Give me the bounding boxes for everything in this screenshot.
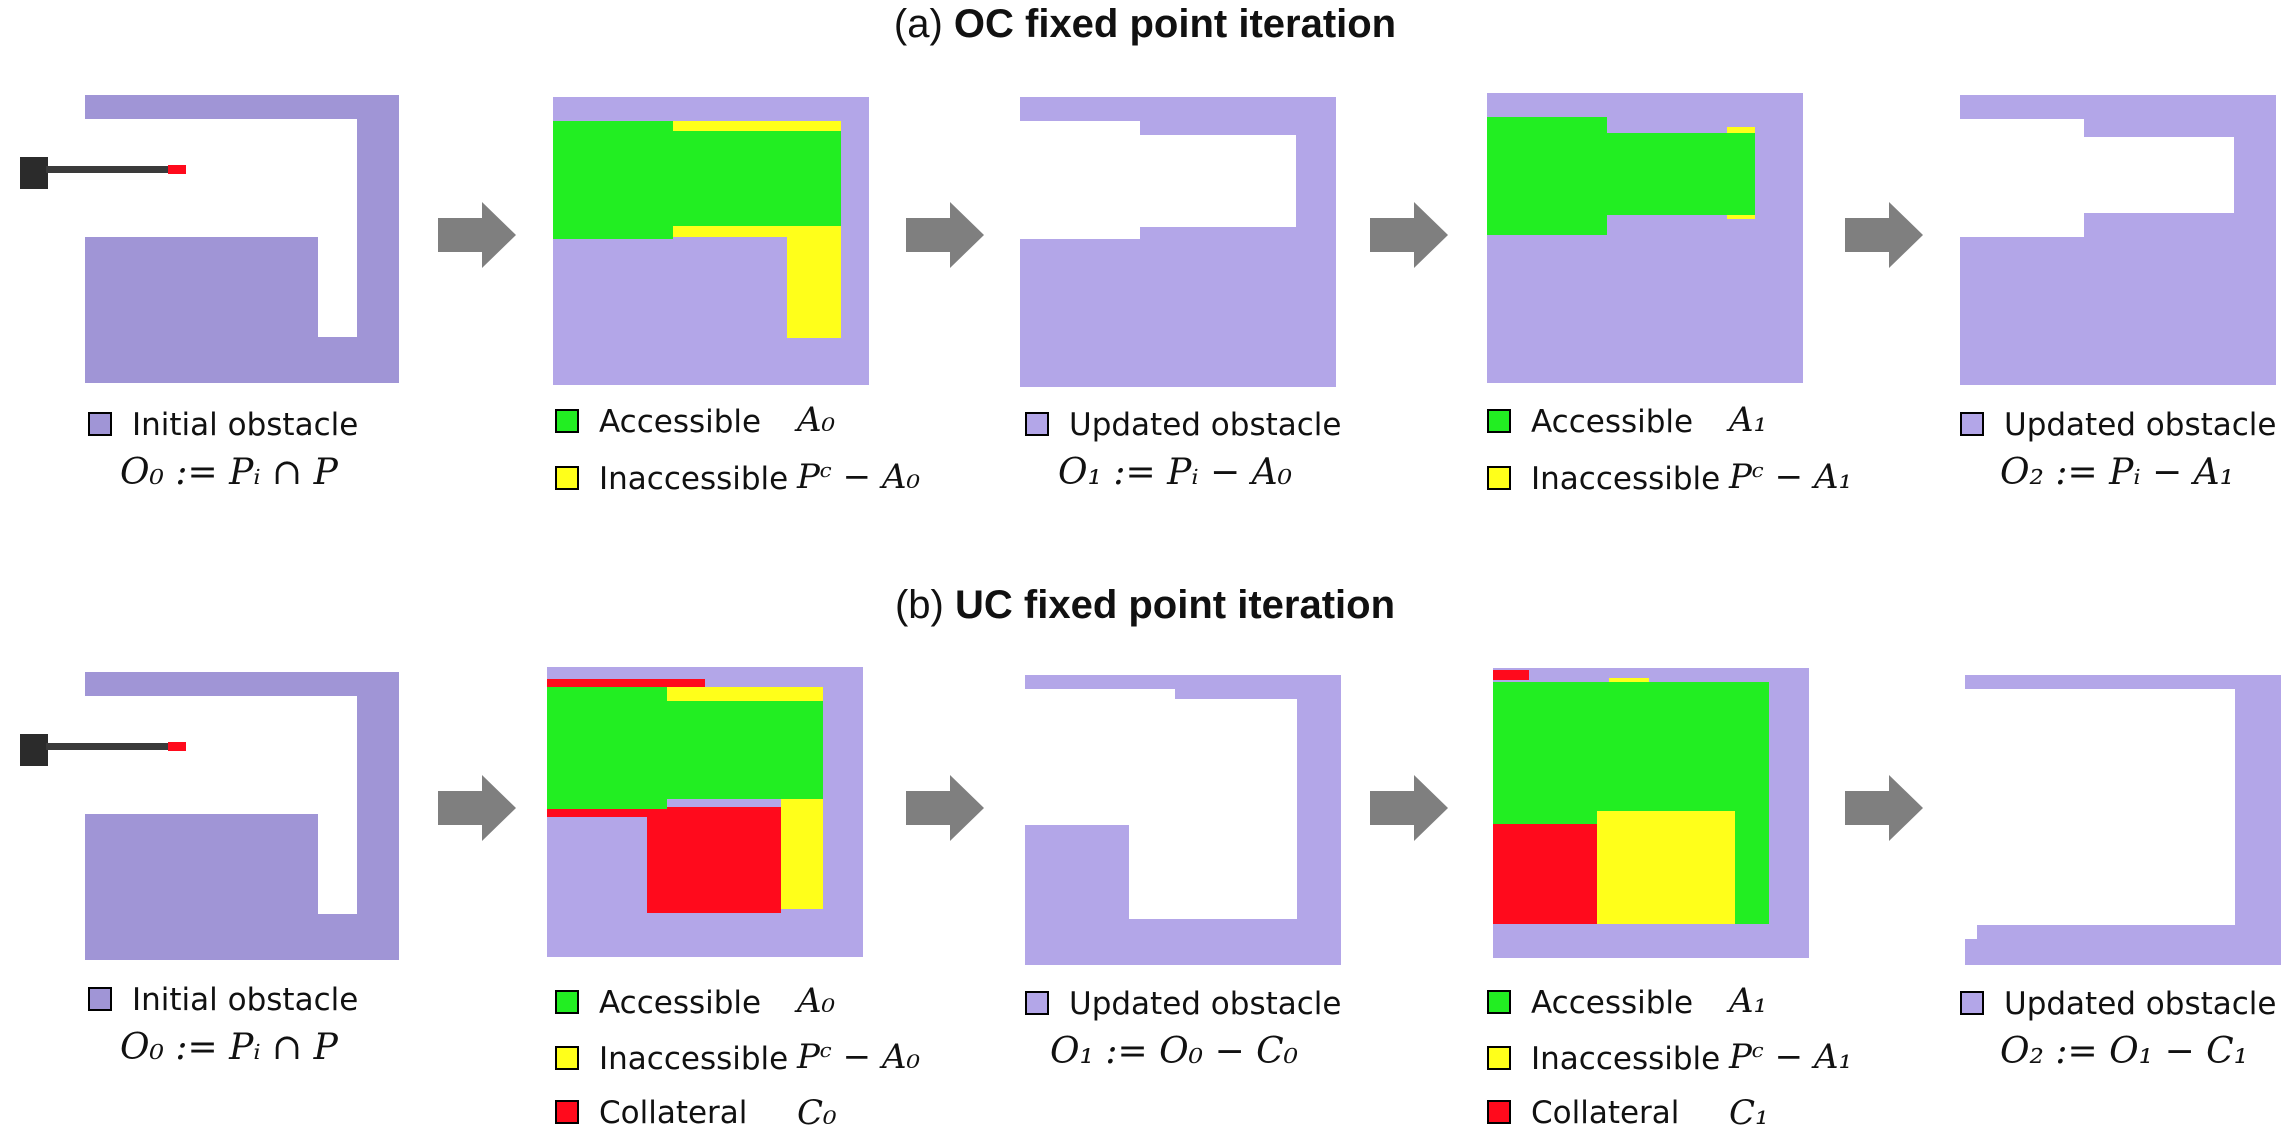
legend-label: Initial obstacle — [132, 982, 359, 1018]
legend-label: Accessible — [599, 985, 762, 1021]
legend-label: Updated obstacle — [2004, 407, 2277, 443]
legend-math: A₀ — [797, 981, 836, 1021]
legend-swatch — [1960, 412, 1984, 436]
flow-arrow-icon — [438, 202, 516, 268]
legend-label: Collateral — [1531, 1095, 1680, 1131]
row-b-title-bold: UC fixed point iteration — [955, 583, 1395, 627]
tool-shaft-icon — [46, 743, 174, 750]
flow-arrow-icon — [906, 202, 984, 268]
legend-swatch — [555, 409, 579, 433]
legend-math: Pᶜ − A₀ — [797, 1037, 921, 1077]
legend-label: Updated obstacle — [1069, 986, 1342, 1022]
legend-math: Pᶜ − A₁ — [1729, 1037, 1853, 1077]
accessible-region — [553, 121, 841, 239]
row-a-panel-1-formula: O₀ := Pᵢ ∩ P — [120, 452, 338, 493]
legend-math: Pᶜ − A₀ — [797, 457, 921, 497]
legend-math: C₀ — [797, 1093, 837, 1133]
legend-swatch — [1487, 990, 1511, 1014]
legend-swatch — [1487, 1100, 1511, 1124]
row-a-title: (a) OC fixed point iteration — [0, 2, 2290, 47]
tool-body-icon — [20, 734, 48, 766]
initial-obstacle-shape — [85, 672, 399, 960]
inaccessible-region — [663, 687, 823, 701]
updated-obstacle-shape — [1965, 675, 2281, 965]
legend-swatch — [555, 1100, 579, 1124]
legend-label: Inaccessible — [599, 461, 789, 497]
updated-obstacle-shape — [1960, 95, 2276, 385]
legend-math: Pᶜ − A₁ — [1729, 457, 1853, 497]
flow-arrow-icon — [906, 775, 984, 841]
flow-arrow-icon — [1370, 775, 1448, 841]
row-a-panel-5-updated-obstacle — [1960, 95, 2276, 385]
legend-label: Inaccessible — [599, 1041, 789, 1077]
row-a-panel-3-formula: O₁ := Pᵢ − A₀ — [1058, 452, 1293, 493]
updated-obstacle-shape — [1025, 675, 1341, 965]
row-a-panel-3-updated-obstacle — [1020, 97, 1336, 387]
legend-swatch — [555, 1046, 579, 1070]
legend-swatch — [555, 466, 579, 490]
legend-math: A₀ — [797, 400, 836, 440]
row-a-panel-5-formula: O₂ := Pᵢ − A₁ — [2000, 452, 2235, 493]
row-b-title-prefix: (b) — [894, 583, 944, 627]
flow-arrow-icon — [1845, 775, 1923, 841]
legend-swatch — [88, 987, 112, 1011]
row-b-panel-3-updated-obstacle — [1025, 675, 1341, 965]
tool-tip-icon — [168, 742, 186, 751]
legend-swatch — [1025, 991, 1049, 1015]
legend-label: Initial obstacle — [132, 407, 359, 443]
inaccessible-region — [781, 799, 823, 909]
legend-math: A₁ — [1729, 400, 1768, 440]
row-a-panel-1-initial-obstacle — [20, 95, 399, 383]
flow-arrow-icon — [1370, 202, 1448, 268]
row-b-panel-3-formula: O₁ := O₀ − C₀ — [1050, 1031, 1299, 1072]
row-b-panel-4-accessibility — [1493, 668, 1809, 958]
legend-label: Accessible — [1531, 404, 1694, 440]
inaccessible-region — [787, 237, 841, 338]
row-b-panel-5-updated-obstacle — [1965, 675, 2281, 965]
flow-arrow-icon — [1845, 202, 1923, 268]
tool-tip-icon — [168, 165, 186, 174]
legend-math: C₁ — [1729, 1093, 1769, 1133]
row-b-panel-2-accessibility — [547, 667, 863, 957]
tool-body-icon — [20, 157, 48, 189]
updated-obstacle-shape — [1020, 97, 1336, 387]
legend-swatch — [555, 990, 579, 1014]
row-a-title-prefix: (a) — [893, 2, 943, 46]
legend-label: Inaccessible — [1531, 1041, 1721, 1077]
legend-label: Inaccessible — [1531, 461, 1721, 497]
accessible-region — [1487, 117, 1755, 235]
legend-label: Collateral — [599, 1095, 748, 1131]
legend-label: Accessible — [1531, 985, 1694, 1021]
legend-swatch — [1025, 412, 1049, 436]
tool-shaft-icon — [46, 166, 174, 173]
row-a-panel-4-accessibility — [1487, 93, 1803, 383]
collateral-region — [547, 679, 705, 687]
row-b-panel-1-initial-obstacle — [20, 672, 399, 960]
collateral-region — [647, 807, 781, 913]
row-a-panel-2-accessibility — [553, 97, 869, 385]
accessible-region — [547, 687, 823, 809]
row-a-title-bold: OC fixed point iteration — [953, 2, 1397, 46]
row-b-title: (b) UC fixed point iteration — [0, 583, 2290, 628]
legend-label: Accessible — [599, 404, 762, 440]
legend-swatch — [1487, 409, 1511, 433]
collateral-region — [1493, 670, 1529, 680]
collateral-region — [547, 807, 677, 817]
legend-math: A₁ — [1729, 981, 1768, 1021]
collateral-region — [1493, 824, 1597, 924]
legend-label: Updated obstacle — [2004, 986, 2277, 1022]
legend-swatch — [1960, 991, 1984, 1015]
row-b-panel-1-formula: O₀ := Pᵢ ∩ P — [120, 1027, 338, 1068]
flow-arrow-icon — [438, 775, 516, 841]
legend-swatch — [88, 412, 112, 436]
legend-swatch — [1487, 1046, 1511, 1070]
row-b-panel-5-formula: O₂ := O₁ − C₁ — [2000, 1031, 2249, 1072]
initial-obstacle-shape — [85, 95, 399, 383]
legend-label: Updated obstacle — [1069, 407, 1342, 443]
legend-swatch — [1487, 466, 1511, 490]
inaccessible-region — [1597, 811, 1735, 924]
